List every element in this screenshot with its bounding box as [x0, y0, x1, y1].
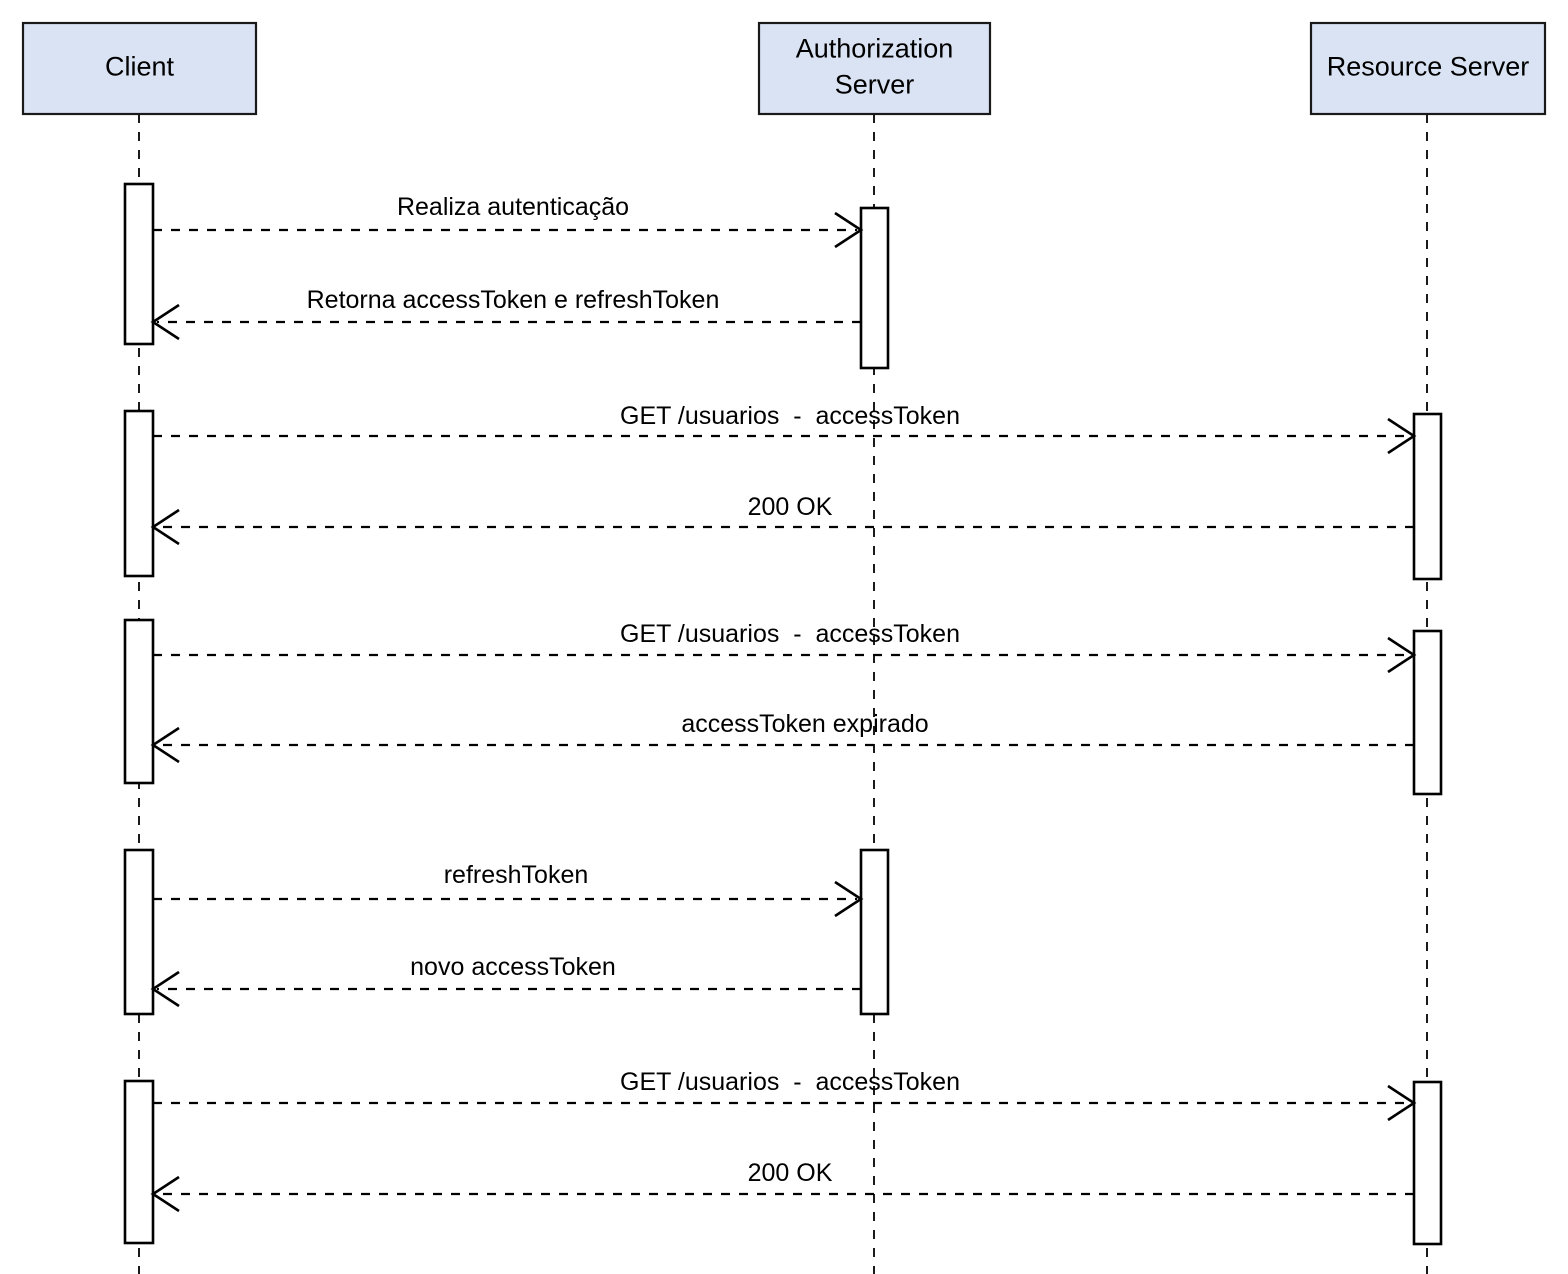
- message-msg-6[interactable]: accessToken expirado: [150, 710, 1414, 764]
- message-arrowhead-msg-7: [834, 880, 864, 918]
- message-arrowhead-msg-3: [1387, 417, 1417, 455]
- participant-label-resource-server: Resource Server: [1327, 52, 1530, 82]
- activation-bar-resource-server: [1412, 1080, 1443, 1246]
- message-arrowhead-msg-9: [1387, 1084, 1417, 1122]
- message-label-msg-4: 200 OK: [748, 493, 833, 521]
- activation-bar-authorization-server: [859, 848, 890, 1016]
- participant-label-authorization-server: Authorization: [796, 34, 954, 64]
- message-msg-1[interactable]: Realiza autenticação: [153, 193, 864, 249]
- message-msg-2[interactable]: Retorna accessToken e refreshToken: [150, 286, 861, 341]
- activation-bar-client: [123, 848, 155, 1016]
- message-label-msg-3: GET /usuarios - accessToken: [620, 402, 960, 430]
- participant-client[interactable]: Client: [21, 21, 258, 116]
- message-label-msg-7: refreshToken: [444, 861, 589, 889]
- participant-box-authorization-server: [757, 21, 992, 116]
- message-msg-5[interactable]: GET /usuarios - accessToken: [153, 620, 1417, 674]
- message-label-msg-8: novo accessToken: [410, 953, 616, 981]
- activation-bar-authorization-server: [859, 206, 890, 370]
- message-label-msg-5: GET /usuarios - accessToken: [620, 620, 960, 648]
- message-label-msg-10: 200 OK: [748, 1159, 833, 1187]
- message-label-msg-6: accessToken expirado: [681, 710, 928, 738]
- message-msg-8[interactable]: novo accessToken: [150, 953, 861, 1008]
- participant-label-authorization-server: Server: [835, 70, 915, 100]
- message-arrowhead-msg-8: [150, 970, 180, 1008]
- activations-layer: [123, 182, 1443, 1246]
- participant-resource-server[interactable]: Resource Server: [1309, 21, 1547, 116]
- activation-bar-resource-server: [1412, 412, 1443, 581]
- message-msg-4[interactable]: 200 OK: [150, 493, 1414, 546]
- message-label-msg-2: Retorna accessToken e refreshToken: [307, 286, 720, 314]
- activation-bar-client: [123, 1079, 155, 1245]
- message-msg-3[interactable]: GET /usuarios - accessToken: [153, 402, 1417, 455]
- message-arrowhead-msg-5: [1387, 636, 1417, 674]
- activation-bar-client: [123, 409, 155, 578]
- participant-box-client: [21, 21, 258, 116]
- message-msg-9[interactable]: GET /usuarios - accessToken: [153, 1068, 1417, 1122]
- participant-label-client: Client: [105, 52, 175, 82]
- activation-bar-resource-server: [1412, 629, 1443, 796]
- message-label-msg-1: Realiza autenticação: [397, 193, 629, 221]
- message-msg-7[interactable]: refreshToken: [153, 861, 864, 918]
- message-label-msg-9: GET /usuarios - accessToken: [620, 1068, 960, 1096]
- message-arrowhead-msg-6: [150, 726, 180, 764]
- message-msg-10[interactable]: 200 OK: [150, 1159, 1414, 1213]
- activation-bar-client: [123, 182, 155, 346]
- activation-bar-client: [123, 618, 155, 785]
- message-arrowhead-msg-1: [834, 211, 864, 249]
- message-arrowhead-msg-10: [150, 1175, 180, 1213]
- message-arrowhead-msg-2: [150, 303, 180, 341]
- message-arrowhead-msg-4: [150, 508, 180, 546]
- participant-box-resource-server: [1309, 21, 1547, 116]
